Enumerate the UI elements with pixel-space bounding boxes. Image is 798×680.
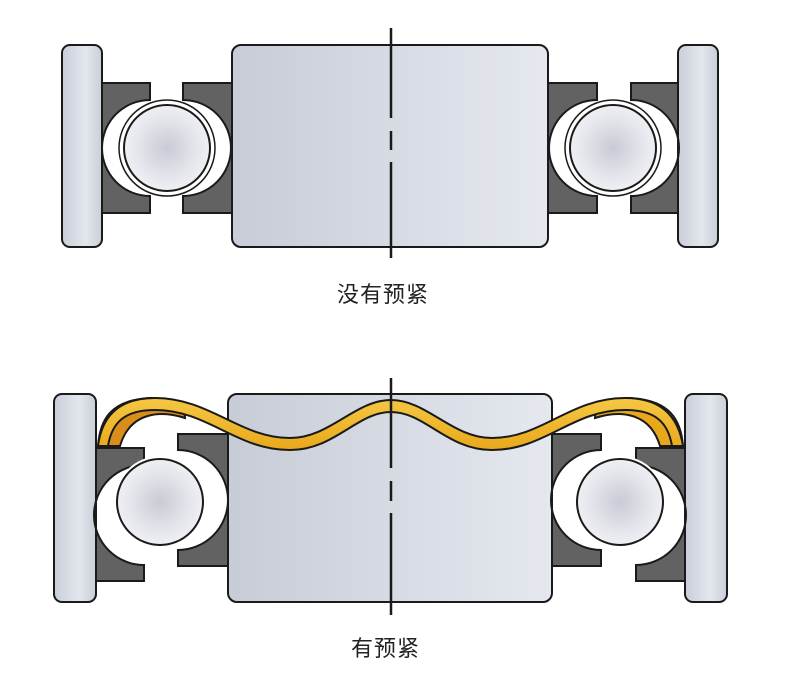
ball bbox=[569, 104, 657, 192]
ball bbox=[123, 104, 211, 192]
preload-spring bbox=[96, 396, 685, 452]
ball bbox=[116, 458, 204, 546]
diagram-with-preload bbox=[53, 378, 728, 615]
diagram-no-preload bbox=[61, 28, 719, 258]
right-housing-plate bbox=[677, 44, 719, 248]
label-with-preload: 有预紧 bbox=[351, 637, 421, 662]
inner-race bbox=[182, 82, 233, 214]
right-bearing bbox=[550, 433, 687, 582]
ball bbox=[576, 458, 664, 546]
outer-race bbox=[93, 447, 145, 582]
inner-race bbox=[547, 82, 598, 214]
left-bearing bbox=[101, 82, 233, 214]
inner-race bbox=[177, 433, 229, 567]
left-bearing bbox=[93, 433, 229, 582]
outer-race bbox=[630, 82, 680, 214]
inner-race bbox=[550, 433, 602, 567]
label-no-preload: 没有预紧 bbox=[337, 283, 430, 308]
left-housing-plate bbox=[53, 393, 97, 603]
left-housing-plate bbox=[61, 44, 103, 248]
outer-race bbox=[101, 82, 151, 214]
right-bearing bbox=[547, 82, 680, 214]
right-housing-plate bbox=[684, 393, 728, 603]
outer-race bbox=[635, 447, 687, 582]
